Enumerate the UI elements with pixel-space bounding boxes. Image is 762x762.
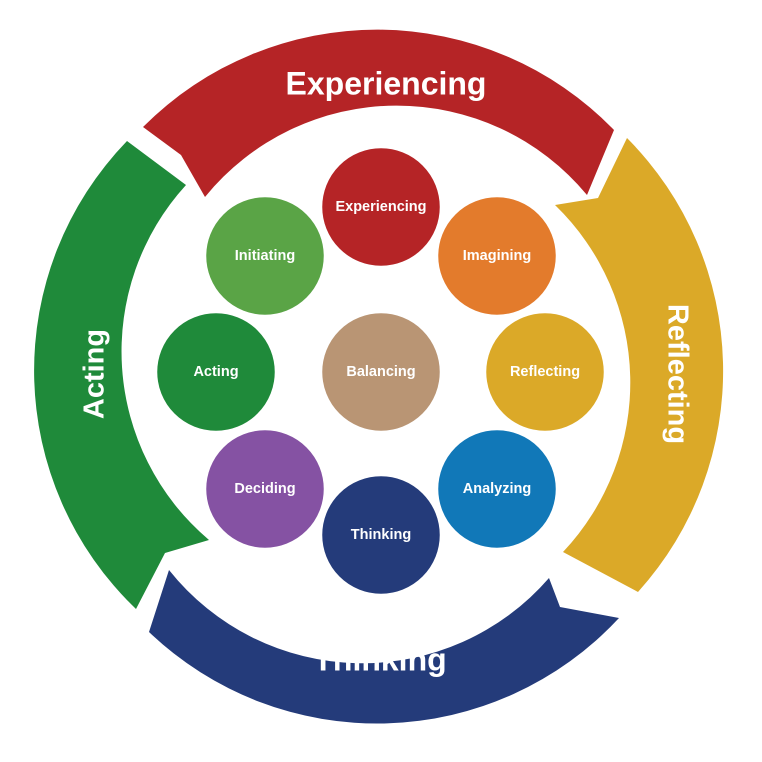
experiencing-arc: [143, 29, 614, 197]
experiencing-arc-label: Experiencing: [286, 65, 487, 101]
circle-balancing-shape: [319, 310, 443, 434]
circle-initiating-shape: [203, 194, 327, 318]
circle-balancing-label: Balancing: [346, 364, 415, 380]
circle-deciding-shape: [203, 427, 327, 551]
acting-arc-label: Acting: [79, 329, 111, 419]
circle-experiencing-shape: [319, 145, 443, 269]
circle-deciding: Deciding: [203, 427, 327, 551]
circle-acting-label: Acting: [193, 364, 238, 380]
circle-imagining-shape: [435, 194, 559, 318]
reflecting-arc: [555, 138, 724, 592]
circle-deciding-label: Deciding: [234, 481, 295, 497]
outer-ring-labels: Experiencing Reflecting Thinking Acting: [79, 65, 694, 677]
circle-balancing: Balancing: [319, 310, 443, 434]
circle-reflecting-shape: [483, 310, 607, 434]
circle-initiating-label: Initiating: [235, 248, 295, 264]
circle-experiencing: Experiencing: [319, 145, 443, 269]
circle-initiating: Initiating: [203, 194, 327, 318]
circle-acting-shape: [154, 310, 278, 434]
circle-thinking-label: Thinking: [351, 527, 411, 543]
thinking-arc-label: Thinking: [313, 641, 446, 677]
circle-experiencing-label: Experiencing: [335, 199, 426, 215]
circle-imagining-label: Imagining: [463, 248, 531, 264]
circle-thinking-shape: [319, 473, 443, 597]
circle-analyzing: Analyzing: [435, 427, 559, 551]
thinking-arc: [149, 570, 619, 724]
outer-ring: [34, 29, 724, 724]
acting-arc: [34, 141, 210, 609]
circle-analyzing-shape: [435, 427, 559, 551]
circle-acting: Acting: [154, 310, 278, 434]
circle-thinking: Thinking: [319, 473, 443, 597]
circle-imagining: Imagining: [435, 194, 559, 318]
inner-circles: Experiencing Imagining Reflecting Analyz…: [154, 145, 607, 597]
circle-reflecting-label: Reflecting: [510, 364, 580, 380]
circle-analyzing-label: Analyzing: [463, 481, 531, 497]
circle-reflecting: Reflecting: [483, 310, 607, 434]
reflecting-arc-label: Reflecting: [661, 304, 693, 444]
